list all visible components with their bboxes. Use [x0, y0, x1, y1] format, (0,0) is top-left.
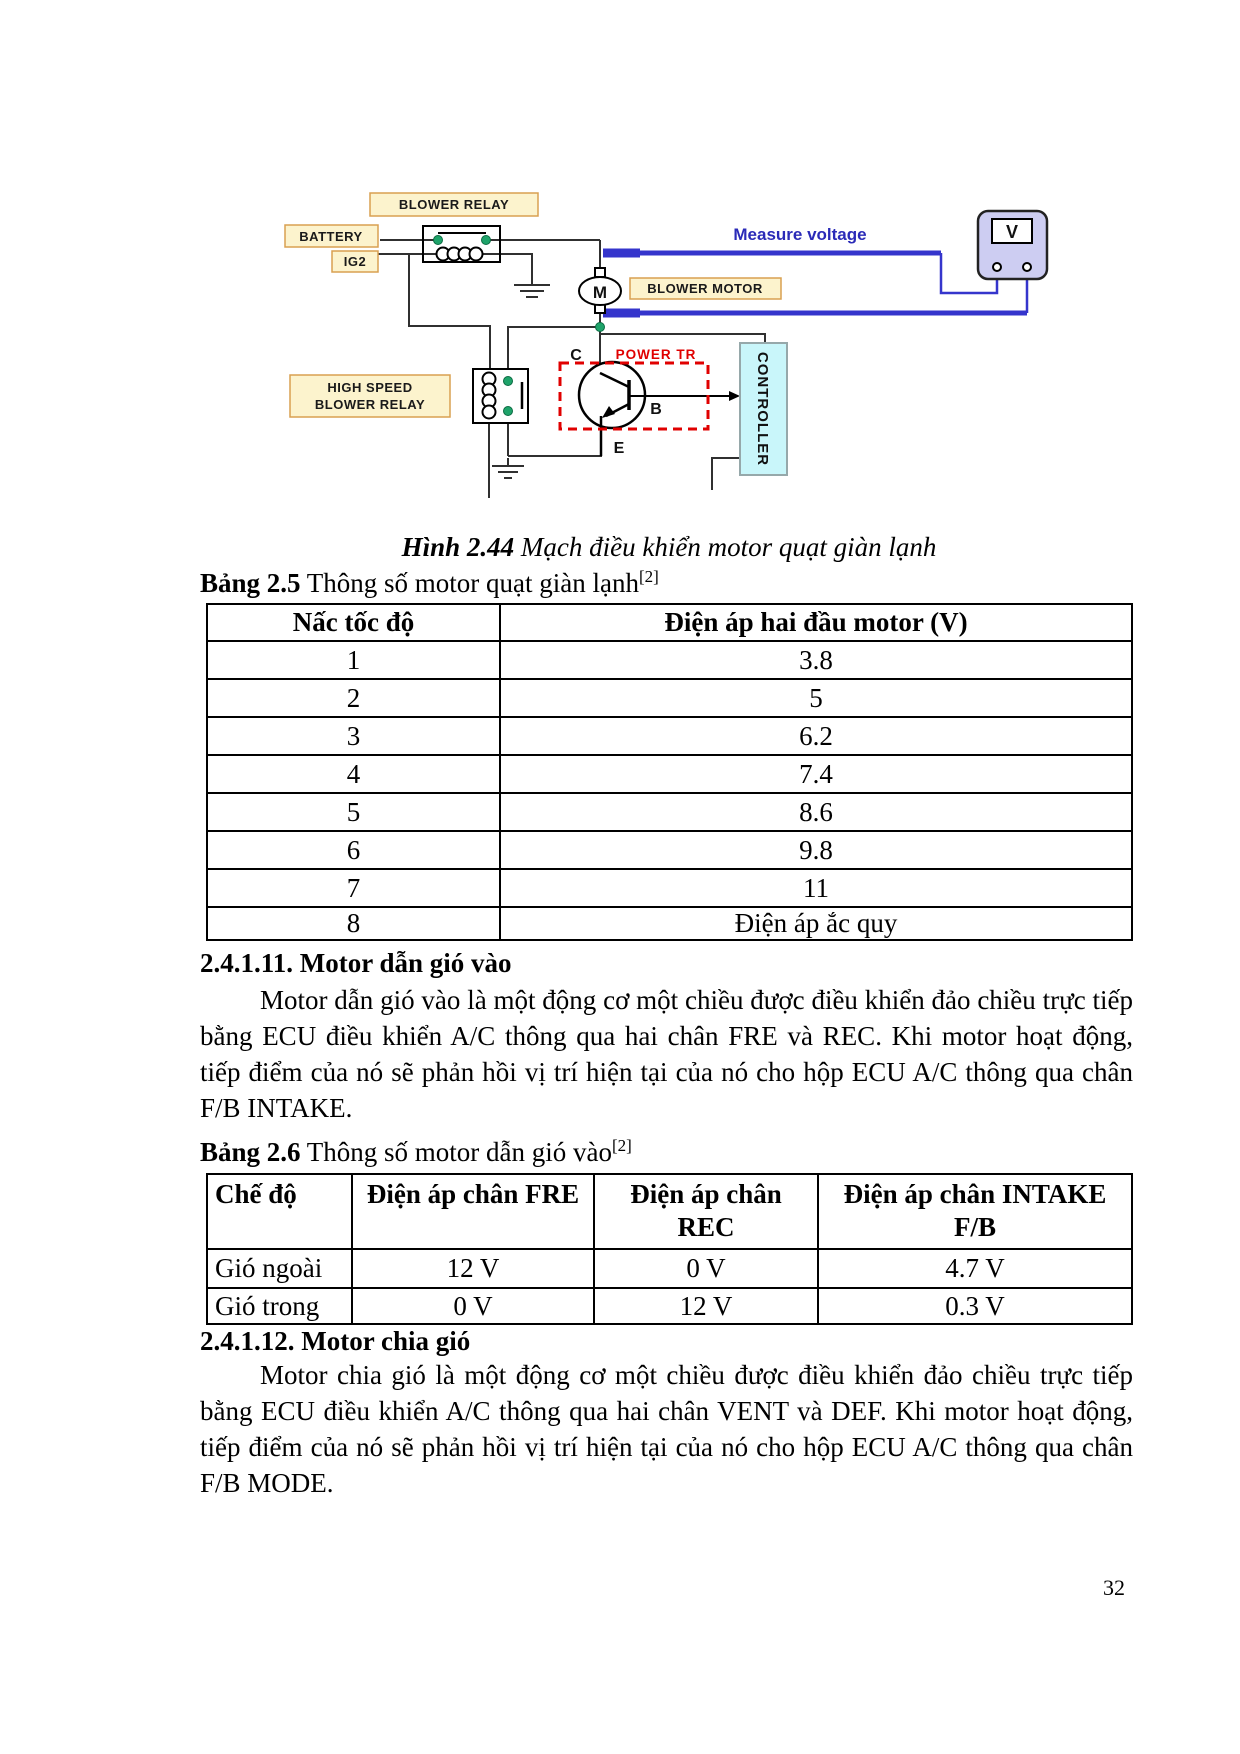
high-speed-relay-symbol	[472, 368, 529, 424]
controller-label: CONTROLLER	[754, 352, 771, 466]
cell-fre: 0 V	[351, 1287, 595, 1325]
cell-voltage: 3.8	[499, 640, 1133, 680]
table25-label: Bảng 2.5 Thông số motor quạt giàn lạnh[2…	[200, 565, 659, 601]
controller-box: CONTROLLER	[739, 342, 788, 476]
table26-label-number: Bảng 2.6	[200, 1137, 301, 1167]
blower-relay-label: BLOWER RELAY	[399, 197, 509, 212]
col-header-rec-line1: Điện áp chân	[630, 1179, 782, 1209]
cell-mode: Gió trong	[206, 1287, 353, 1325]
measure-wires	[603, 248, 1029, 318]
measure-voltage-label: Measure voltage	[733, 225, 866, 244]
section-paragraph-2-4-1-11: Motor dẫn gió vào là một động cơ một chi…	[200, 985, 1133, 1123]
table26-label-text: Thông số motor dẫn gió vào	[300, 1137, 613, 1167]
col-header-intake-line1: Điện áp chân INTAKE	[843, 1179, 1107, 1209]
blower-relay-symbol	[422, 225, 501, 263]
power-tr-label: POWER TR	[616, 347, 697, 362]
blower-motor-symbol: M	[578, 267, 622, 314]
page-number: 32	[1103, 1575, 1125, 1600]
section-heading-2-4-1-11: 2.4.1.11. Motor dẫn gió vào	[200, 948, 512, 978]
motor-m-icon: M	[593, 283, 607, 302]
figure-caption: Hình 2.44 Mạch điều khiển motor quạt già…	[205, 529, 1133, 565]
cell-speed: 1	[206, 640, 501, 680]
emitter-pin-label: E	[614, 440, 625, 457]
cell-speed: 3	[206, 716, 501, 756]
col-header-fre: Điện áp chân FRE	[351, 1173, 595, 1250]
cell-voltage: Điện áp ắc quy	[499, 906, 1133, 941]
cell-speed: 5	[206, 792, 501, 832]
cell-speed: 7	[206, 868, 501, 908]
table-row: Gió ngoài 12 V 0 V 4.7 V	[206, 1248, 1133, 1289]
cell-voltage: 6.2	[499, 716, 1133, 756]
col-header-intake: Điện áp chân INTAKE F/B	[817, 1173, 1133, 1250]
section-paragraph-2-4-1-12: Motor chia gió là một động cơ một chiều …	[200, 1360, 1133, 1498]
ig2-label: IG2	[344, 254, 366, 269]
col-header-speed: Nấc tốc độ	[206, 603, 501, 642]
cell-speed: 6	[206, 830, 501, 870]
figure-caption-text: Mạch điều khiển motor quạt giàn lạnh	[514, 532, 937, 562]
base-pin-label: B	[650, 401, 662, 418]
cell-rec: 12 V	[593, 1287, 819, 1325]
table-header-row: Chế độ Điện áp chân FRE Điện áp chân REC…	[206, 1173, 1133, 1250]
col-header-intake-line2: F/B	[953, 1212, 996, 1242]
cell-rec: 0 V	[593, 1248, 819, 1289]
col-header-voltage: Điện áp hai đầu motor (V)	[499, 603, 1133, 642]
circuit-diagram: M POWER TR C B E CONTROLLER V Measure vo…	[284, 192, 1049, 498]
cell-voltage: 5	[499, 678, 1133, 718]
cell-voltage: 9.8	[499, 830, 1133, 870]
table26-label-citation: [2]	[612, 1136, 632, 1155]
table-header-row: Nấc tốc độ Điện áp hai đầu motor (V)	[206, 603, 1133, 642]
table-intake-motor: Chế độ Điện áp chân FRE Điện áp chân REC…	[206, 1173, 1133, 1325]
table25-label-citation: [2]	[639, 567, 659, 586]
cell-speed: 2	[206, 678, 501, 718]
cell-intake: 4.7 V	[817, 1248, 1133, 1289]
table25-label-text: Thông số motor quạt giàn lạnh	[300, 568, 639, 598]
blower-motor-label: BLOWER MOTOR	[647, 281, 763, 296]
col-header-rec-line2: REC	[677, 1212, 735, 1242]
cell-voltage: 8.6	[499, 792, 1133, 832]
cell-voltage: 11	[499, 868, 1133, 908]
col-header-mode: Chế độ	[206, 1173, 353, 1250]
cell-voltage: 7.4	[499, 754, 1133, 794]
battery-label: BATTERY	[299, 229, 362, 244]
voltmeter-v-icon: V	[1006, 222, 1018, 242]
cell-intake: 0.3 V	[817, 1287, 1133, 1325]
col-header-rec: Điện áp chân REC	[593, 1173, 819, 1250]
section-heading-2-4-1-12: 2.4.1.12. Motor chia gió	[200, 1326, 471, 1356]
cell-fre: 12 V	[351, 1248, 595, 1289]
ground-symbol	[492, 284, 550, 479]
high-speed-relay-label-line2: BLOWER RELAY	[315, 397, 425, 412]
cell-speed: 4	[206, 754, 501, 794]
junction-dot	[595, 322, 605, 332]
table-row: Gió trong 0 V 12 V 0.3 V	[206, 1287, 1133, 1325]
cell-mode: Gió ngoài	[206, 1248, 353, 1289]
table25-label-number: Bảng 2.5	[200, 568, 301, 598]
table26-label: Bảng 2.6 Thông số motor dẫn gió vào[2]	[200, 1134, 632, 1170]
figure-caption-number: Hình 2.44	[401, 532, 515, 562]
cell-speed: 8	[206, 906, 501, 941]
power-tr-dashed-box	[558, 361, 710, 431]
collector-pin-label: C	[570, 347, 582, 364]
high-speed-relay-label-line1: HIGH SPEED	[327, 380, 412, 395]
voltmeter: V	[976, 209, 1049, 281]
component-name-labels: BLOWER RELAY BATTERY IG2 BLOWER MOTOR HI…	[284, 192, 782, 418]
